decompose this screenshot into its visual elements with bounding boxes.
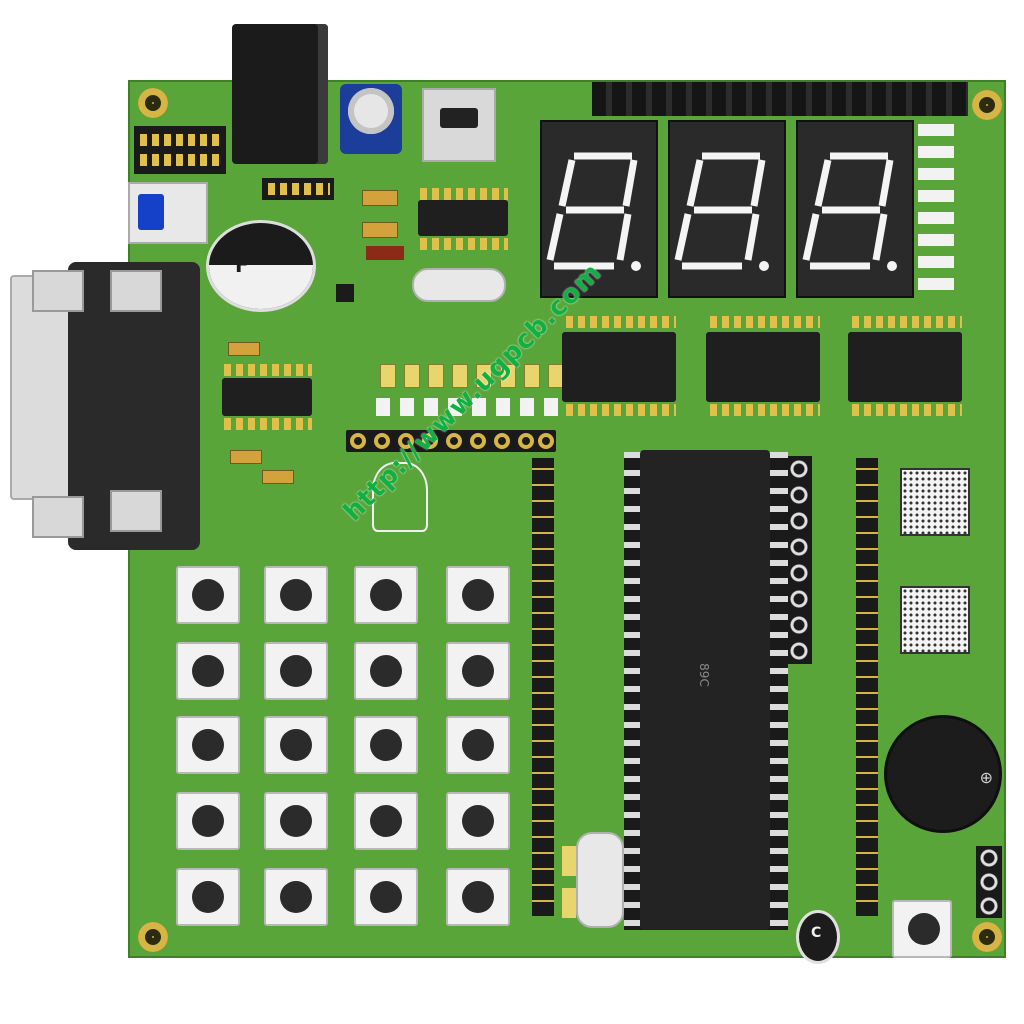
keypad-button-r1c1[interactable] — [176, 566, 240, 624]
db9-mount-tab — [110, 490, 162, 532]
db9-mount-tab — [32, 270, 84, 312]
ic-pins — [420, 188, 508, 200]
ic-pins — [566, 316, 676, 328]
resistor-array — [918, 124, 954, 300]
header-pin — [538, 433, 554, 449]
mounting-hole — [138, 922, 168, 952]
small-capacitor-mark: C — [811, 925, 822, 941]
keypad-button-r3c4[interactable] — [446, 716, 510, 774]
led — [452, 364, 468, 388]
mounting-hole — [138, 88, 168, 118]
driver-ic-2 — [706, 332, 820, 402]
ic-pins — [566, 404, 676, 416]
mounting-hole — [972, 90, 1002, 120]
reset-button[interactable] — [892, 900, 952, 958]
keypad-button-r4c1[interactable] — [176, 792, 240, 850]
pin-header-block — [134, 126, 226, 174]
header-pin — [494, 433, 510, 449]
led — [476, 364, 492, 388]
smd-component — [362, 222, 398, 238]
smd-component — [362, 190, 398, 206]
smd-transistor — [336, 284, 354, 302]
keypad-button-r2c2[interactable] — [264, 642, 328, 700]
keypad-button-r5c2[interactable] — [264, 868, 328, 926]
vertical-pin-header — [532, 458, 554, 916]
ic-pins — [224, 418, 312, 430]
small-capacitor: C — [796, 910, 840, 964]
dc-power-jack — [232, 24, 328, 164]
keypad-button-r2c1[interactable] — [176, 642, 240, 700]
smd-component — [228, 342, 260, 356]
keypad-button-r5c4[interactable] — [446, 868, 510, 926]
crystal-oscillator — [576, 832, 624, 928]
ic-pins — [420, 238, 508, 250]
led-resistors — [376, 398, 566, 416]
db9-mount-tab — [32, 496, 84, 538]
ic-pins — [710, 404, 820, 416]
buzzer: ⊕ — [884, 715, 1002, 833]
keypad-button-r5c3[interactable] — [354, 868, 418, 926]
keypad-button-r3c3[interactable] — [354, 716, 418, 774]
keypad-button-r3c2[interactable] — [264, 716, 328, 774]
vertical-pin-header — [856, 458, 878, 916]
smd-component — [230, 450, 262, 464]
header-pin — [350, 433, 366, 449]
qr-code — [900, 586, 970, 654]
header-pin — [422, 433, 438, 449]
smd-resistor — [366, 246, 404, 260]
keypad-button-r3c1[interactable] — [176, 716, 240, 774]
header-pin — [446, 433, 462, 449]
header-pin — [398, 433, 414, 449]
ic-chip — [222, 378, 312, 416]
ic-pins — [852, 404, 962, 416]
ic-pins — [224, 364, 312, 376]
usb-connector — [422, 88, 496, 162]
mcu-label: 89C — [696, 663, 711, 687]
keypad-button-r4c4[interactable] — [446, 792, 510, 850]
capacitor — [562, 846, 576, 876]
microcontroller-chip: 89C — [640, 450, 770, 930]
silkscreen-logo — [372, 462, 428, 532]
keypad-button-r1c3[interactable] — [354, 566, 418, 624]
capacitor-mark: F — [235, 253, 249, 277]
header-pin — [518, 433, 534, 449]
header-pin — [374, 433, 390, 449]
keypad-button-r2c4[interactable] — [446, 642, 510, 700]
led — [500, 364, 516, 388]
short-pin-header — [786, 456, 812, 664]
jumper-header — [262, 178, 334, 200]
mounting-hole — [972, 922, 1002, 952]
driver-ic-1 — [562, 332, 676, 402]
ic-pins — [710, 316, 820, 328]
smd-component — [262, 470, 294, 484]
keypad-button-r2c3[interactable] — [354, 642, 418, 700]
keypad-button-r1c2[interactable] — [264, 566, 328, 624]
qr-code — [900, 468, 970, 536]
keypad-button-r5c1[interactable] — [176, 868, 240, 926]
led — [404, 364, 420, 388]
led — [428, 364, 444, 388]
ic-chip — [418, 200, 508, 236]
led — [524, 364, 540, 388]
keypad-button-r4c2[interactable] — [264, 792, 328, 850]
ic-pins — [852, 316, 962, 328]
keypad-button-r4c3[interactable] — [354, 792, 418, 850]
keypad-button-r1c4[interactable] — [446, 566, 510, 624]
electrolytic-capacitor: F — [206, 220, 316, 312]
crystal-oscillator — [412, 268, 506, 302]
plus-icon: ⊕ — [979, 768, 993, 787]
power-switch — [128, 182, 208, 244]
db9-mount-tab — [110, 270, 162, 312]
header-pin — [470, 433, 486, 449]
top-pin-header — [592, 82, 968, 116]
three-pin-header — [976, 846, 1002, 918]
driver-ic-3 — [848, 332, 962, 402]
potentiometer — [340, 84, 402, 154]
led — [380, 364, 396, 388]
capacitor — [562, 888, 576, 918]
seven-segment-glyphs — [546, 152, 897, 271]
